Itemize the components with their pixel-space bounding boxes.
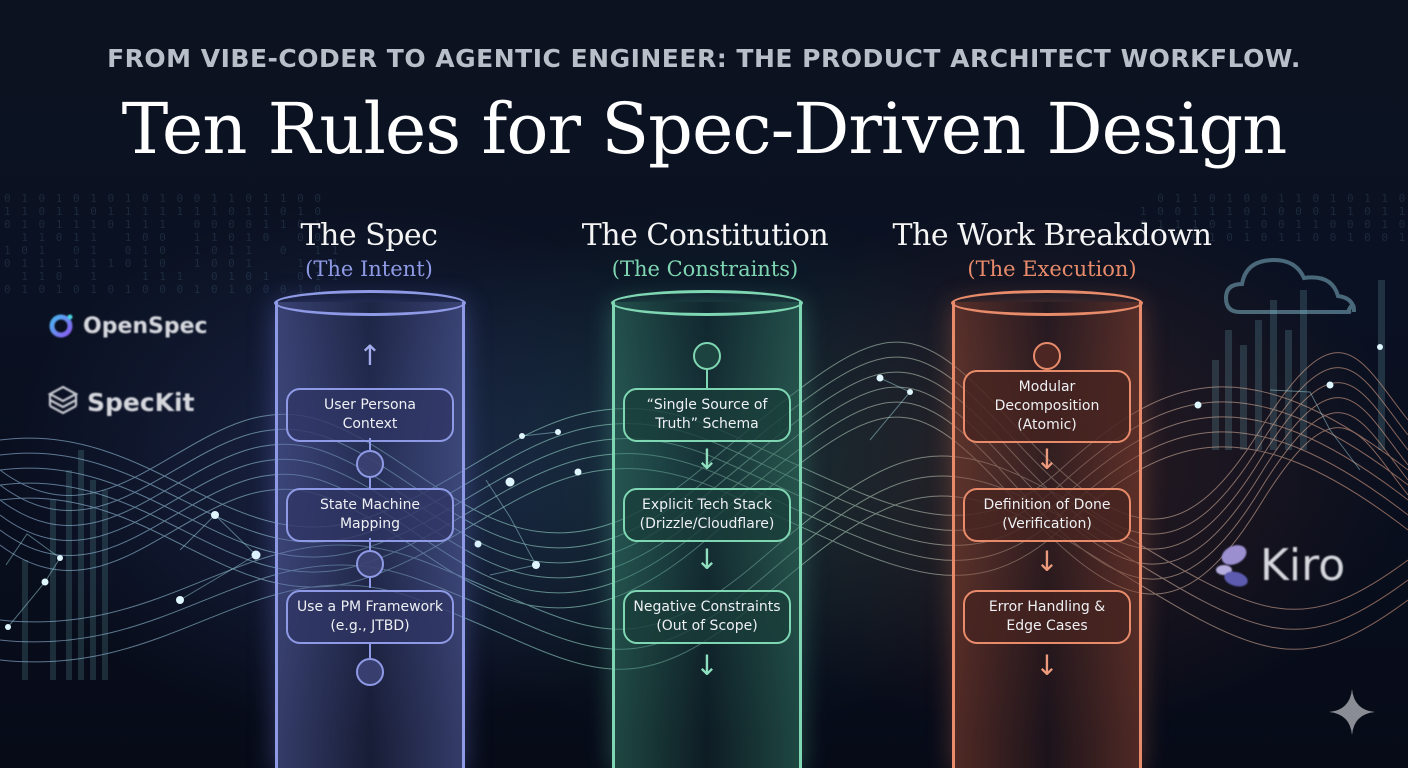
openspec-label: OpenSpec bbox=[83, 313, 208, 339]
connector bbox=[369, 578, 371, 588]
work-breakdown-cylinder: Modular Decomposition (Atomic) ↓ Definit… bbox=[951, 290, 1143, 768]
speckit-logo: SpecKit bbox=[47, 385, 195, 419]
column-constitution-heading: The Constitution bbox=[581, 218, 829, 253]
openspec-icon bbox=[49, 314, 73, 338]
node-label: “Single Source of Truth” Schema bbox=[646, 397, 768, 432]
arrow-down-icon: ↓ bbox=[1035, 649, 1059, 682]
node-state-machine: State Machine Mapping bbox=[286, 488, 454, 542]
node-label: State Machine Mapping bbox=[319, 497, 421, 532]
cylinder-top bbox=[274, 290, 466, 316]
node-label: Error Handling & Edge Cases bbox=[988, 599, 1106, 634]
column-spec-subheading: (The Intent) bbox=[305, 257, 433, 281]
bar-chart-right bbox=[1212, 280, 1385, 450]
column-constitution: The Constitution (The Constraints) bbox=[535, 218, 875, 281]
page-subtitle: FROM VIBE-CODER TO AGENTIC ENGINEER: THE… bbox=[107, 44, 1301, 73]
connector bbox=[369, 478, 371, 488]
sparkle-icon bbox=[1329, 689, 1375, 735]
connector bbox=[706, 370, 708, 388]
cloud-icon bbox=[1223, 257, 1356, 315]
arrow-down-icon: ↓ bbox=[695, 443, 719, 476]
cylinder-top bbox=[611, 290, 803, 316]
node-negative-constraints: Negative Constraints (Out of Scope) bbox=[623, 590, 791, 644]
column-work-breakdown: The Work Breakdown (The Execution) bbox=[882, 218, 1222, 281]
spec-cylinder: ↑ User Persona Context State Machine Map… bbox=[274, 290, 466, 768]
node-label: User Persona Context bbox=[324, 397, 416, 432]
kiro-icon bbox=[1216, 544, 1248, 586]
node-label: Explicit Tech Stack (Drizzle/Cloudflare) bbox=[639, 497, 775, 532]
node-error-handling: Error Handling & Edge Cases bbox=[963, 590, 1131, 644]
column-work-breakdown-heading: The Work Breakdown bbox=[892, 218, 1212, 253]
node-pm-framework: Use a PM Framework (e.g., JTBD) bbox=[286, 590, 454, 644]
node-tech-stack: Explicit Tech Stack (Drizzle/Cloudflare) bbox=[623, 488, 791, 542]
openspec-logo: OpenSpec bbox=[47, 312, 208, 340]
bar-chart-left bbox=[22, 450, 108, 680]
kiro-label: Kiro bbox=[1260, 540, 1346, 591]
column-constitution-subheading: (The Constraints) bbox=[611, 257, 799, 281]
page-title: Ten Rules for Spec-Driven Design bbox=[121, 88, 1288, 170]
circle-node-icon bbox=[356, 550, 384, 578]
cylinder-top bbox=[951, 290, 1143, 316]
node-single-source: “Single Source of Truth” Schema bbox=[623, 388, 791, 442]
column-spec: The Spec (The Intent) bbox=[199, 218, 539, 281]
node-user-persona: User Persona Context bbox=[286, 388, 454, 442]
node-label: Negative Constraints (Out of Scope) bbox=[633, 599, 781, 634]
node-definition-of-done: Definition of Done (Verification) bbox=[963, 488, 1131, 542]
connector bbox=[369, 538, 371, 550]
circle-node-icon bbox=[1033, 342, 1061, 370]
column-work-breakdown-subheading: (The Execution) bbox=[967, 257, 1137, 281]
node-label: Use a PM Framework (e.g., JTBD) bbox=[296, 599, 444, 634]
connector bbox=[369, 642, 371, 658]
arrow-down-icon: ↓ bbox=[1035, 545, 1059, 578]
connector bbox=[369, 438, 371, 450]
node-label: Modular Decomposition (Atomic) bbox=[994, 379, 1100, 433]
kiro-logo: Kiro bbox=[1212, 540, 1345, 591]
speckit-label: SpecKit bbox=[87, 387, 195, 417]
circle-node-icon bbox=[356, 658, 384, 686]
column-spec-heading: The Spec bbox=[300, 218, 438, 253]
arrow-down-icon: ↓ bbox=[695, 649, 719, 682]
arrow-down-icon: ↓ bbox=[1035, 443, 1059, 476]
node-modular-decomposition: Modular Decomposition (Atomic) bbox=[963, 370, 1131, 443]
arrow-down-icon: ↓ bbox=[695, 543, 719, 576]
constitution-cylinder: “Single Source of Truth” Schema ↓ Explic… bbox=[611, 290, 803, 768]
circle-node-icon bbox=[693, 342, 721, 370]
arrow-up-icon: ↑ bbox=[358, 339, 382, 372]
circle-node-icon bbox=[356, 450, 384, 478]
speckit-icon bbox=[47, 385, 79, 415]
node-label: Definition of Done (Verification) bbox=[983, 497, 1111, 532]
